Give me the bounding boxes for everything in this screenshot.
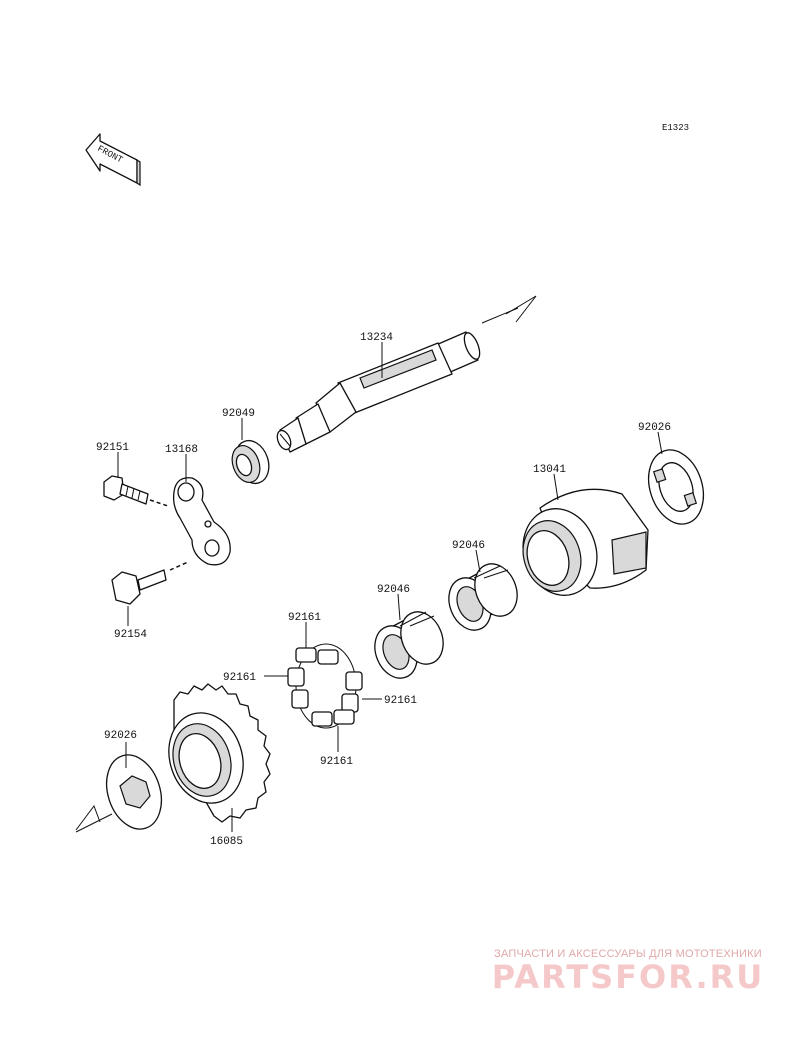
label-13168: 13168 (165, 444, 198, 456)
shaft-13234 (276, 331, 481, 453)
bolt-92151 (103, 475, 169, 507)
diagram-code: E1323 (662, 123, 689, 133)
label-16085: 16085 (210, 836, 243, 848)
front-arrow-icon: FRONT (85, 133, 141, 187)
damper-top (295, 647, 317, 663)
axis-arrow-top (481, 295, 537, 324)
watermark-tagline: ЗАПЧАСТИ И АКСЕССУАРЫ ДЛЯ МОТОТЕХНИКИ (494, 948, 762, 960)
watermark: ЗАПЧАСТИ И АКСЕССУАРЫ ДЛЯ МОТОТЕХНИКИ PA… (478, 948, 778, 994)
label-92046-right: 92046 (452, 540, 485, 552)
label-92026-right: 92026 (638, 422, 671, 434)
label-92161-bottom: 92161 (320, 756, 353, 768)
needle-bearing-92046-left (374, 611, 444, 679)
watermark-brand-logo: PARTSFOR.RU (491, 958, 765, 996)
damper-right (345, 671, 363, 691)
lever-13168 (172, 477, 231, 566)
label-92151: 92151 (96, 442, 129, 454)
label-92161-top: 92161 (288, 612, 321, 624)
leader-lines (117, 342, 663, 832)
bolt-92154 (111, 561, 189, 605)
label-92161-right: 92161 (384, 695, 417, 707)
damper-left (287, 667, 305, 687)
axis-arrow-bottom (75, 804, 113, 833)
label-92049: 92049 (222, 408, 255, 420)
label-92046-left: 92046 (377, 584, 410, 596)
needle-bearing-92046-right (448, 563, 518, 631)
label-92161-left: 92161 (223, 672, 256, 684)
damper-bottom (311, 711, 333, 727)
damper-rubbers-92161 (287, 643, 363, 729)
gear-16085 (168, 683, 271, 823)
label-13041: 13041 (533, 464, 566, 476)
thrust-washer-92026-right (647, 449, 705, 525)
label-92026-left: 92026 (104, 730, 137, 742)
label-13234: 13234 (360, 332, 393, 344)
label-92154: 92154 (114, 629, 147, 641)
thrust-washer-92026-left (105, 754, 163, 830)
oil-seal-92049 (231, 439, 270, 485)
clutch-hub-13041 (522, 488, 649, 596)
